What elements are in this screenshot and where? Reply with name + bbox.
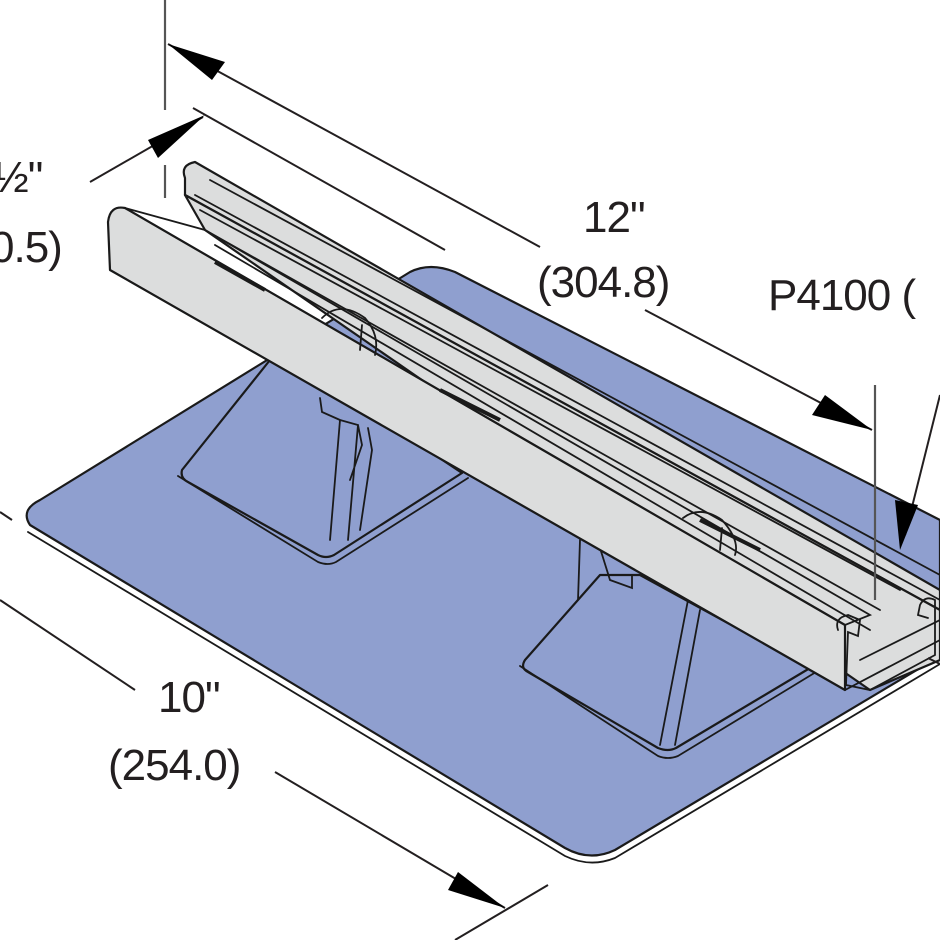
channel-width-metric-label: 0.5)	[0, 223, 62, 272]
dim-channel-width	[89, 107, 446, 251]
arrowhead-12in-right	[812, 395, 872, 430]
callout-p4100	[895, 394, 940, 665]
channel-inner	[183, 193, 940, 692]
right-support-face	[521, 573, 812, 752]
channel-front-wall	[106, 206, 847, 692]
left-support-web	[319, 397, 373, 541]
channel-top-face	[124, 207, 873, 626]
plate-width-metric-label: (254.0)	[108, 741, 240, 790]
channel-slot-shadow	[214, 260, 761, 552]
left-support-bracket	[177, 358, 469, 565]
channel-inner-lines	[194, 179, 940, 631]
plate-width-imperial-label: 10"	[158, 673, 220, 722]
dim-channel-length	[163, 0, 877, 600]
left-support-face	[180, 358, 464, 559]
leader-tick-right	[927, 657, 940, 665]
arrowhead-callout	[895, 500, 918, 550]
right-support-bracket	[519, 539, 817, 759]
right-support-base-rim	[519, 665, 817, 759]
arrowhead-width	[148, 115, 205, 158]
bolt-head-left	[321, 308, 378, 356]
dimension-line-12in-upper	[167, 43, 541, 248]
arrowhead-10in	[448, 872, 505, 908]
dim-plate-width	[0, 511, 549, 940]
channel-length-imperial-label: 12"	[583, 193, 645, 242]
arrowhead-12in-left	[168, 44, 225, 80]
dimension-line-10in-upper	[0, 599, 136, 691]
channel-length-metric-label: (304.8)	[537, 258, 669, 307]
extension-line-plate-left	[0, 511, 13, 521]
callout-p4100-label: P4100 (	[768, 271, 916, 320]
channel-floor	[109, 269, 940, 692]
extension-line-plate-corner	[454, 884, 549, 940]
channel-end-profile	[836, 597, 936, 691]
base-plate-edge	[27, 531, 940, 864]
extension-line-width	[192, 107, 446, 251]
channel-width-imperial-label: ½"	[0, 153, 42, 202]
left-support-base-rim	[177, 475, 469, 565]
p4100-channel	[106, 160, 940, 692]
right-support-web	[577, 539, 701, 746]
bolt-head-right	[682, 511, 737, 556]
